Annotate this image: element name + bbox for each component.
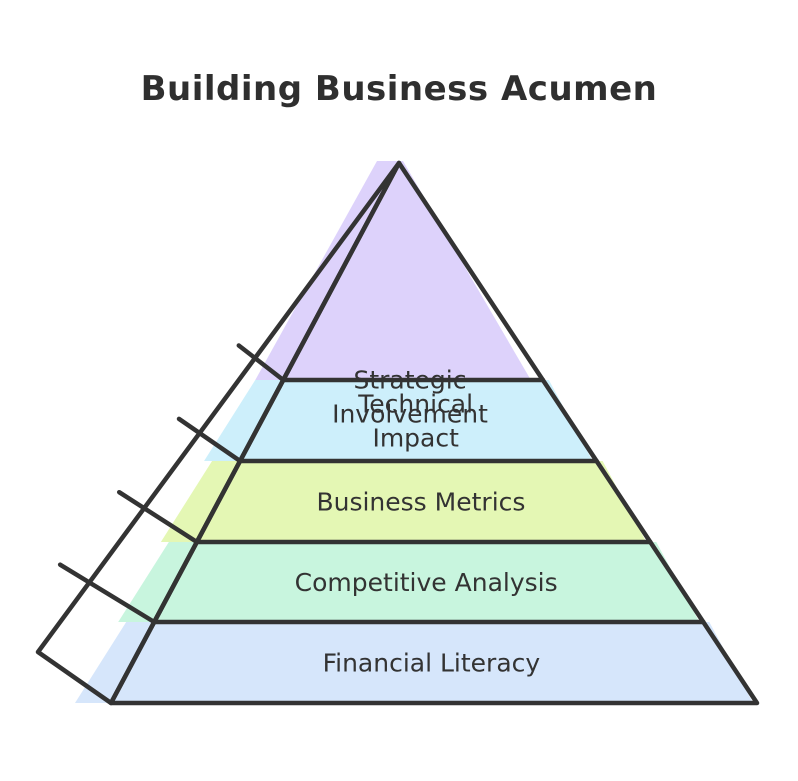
level-fill-1 xyxy=(255,161,531,380)
diagram-title: Building Business Acumen xyxy=(141,69,658,109)
level-label-2-line-1: Technical xyxy=(357,390,473,419)
level-label-3-line-1: Business Metrics xyxy=(316,488,525,517)
side-divider-2 xyxy=(176,416,243,464)
level-fill-3 xyxy=(160,461,647,542)
level-label-1-line-2: Involvement xyxy=(332,400,488,429)
level-fill-4 xyxy=(118,542,700,622)
level-fills xyxy=(75,161,753,703)
side-divider-3 xyxy=(116,489,200,545)
level-fill-2 xyxy=(204,380,593,461)
level-label-4-line-1: Competitive Analysis xyxy=(295,568,558,597)
front-face-outline xyxy=(108,160,760,706)
level-outlines xyxy=(108,160,760,706)
side-divider-4 xyxy=(57,562,157,625)
level-label-2-line-2: Impact xyxy=(372,424,459,453)
level-label-1-line-1: Strategic xyxy=(353,366,466,395)
level-fill-5 xyxy=(75,622,753,703)
level-labels: StrategicInvolvementTechnicalImpactBusin… xyxy=(295,366,558,678)
level-label-5-line-1: Financial Literacy xyxy=(323,649,541,678)
side-divider-1 xyxy=(236,343,286,383)
